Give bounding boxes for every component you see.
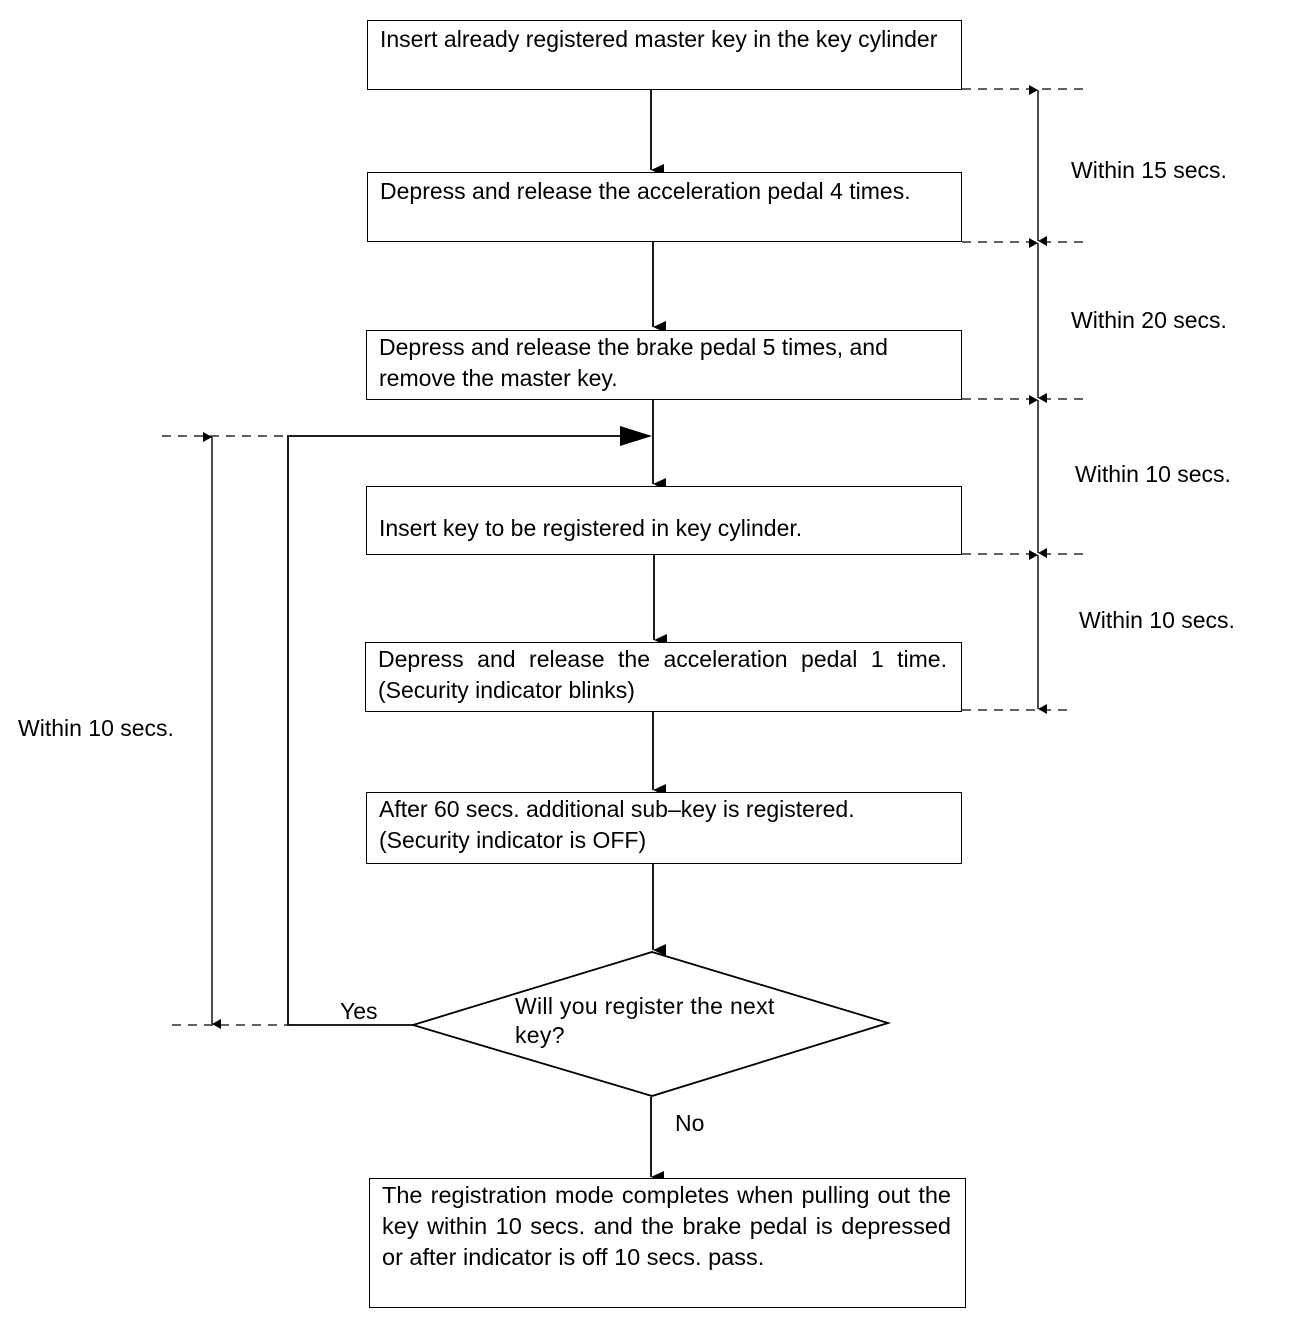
step-2-text: Depress and release the acceleration ped… <box>380 178 911 204</box>
step-3-text: Depress and release the brake pedal 5 ti… <box>379 334 888 391</box>
final-step-text: The registration mode completes when pul… <box>382 1182 951 1270</box>
decision-text: Will you register the next key? <box>515 992 795 1050</box>
step-4-box: Insert key to be registered in key cylin… <box>366 486 962 555</box>
step-2-box: Depress and release the acceleration ped… <box>367 172 962 242</box>
step-6-box: After 60 secs. additional sub–key is reg… <box>366 792 962 864</box>
yes-loop-line <box>287 435 650 1026</box>
step-5-box: Depress and release the acceleration ped… <box>365 642 962 712</box>
yes-label: Yes <box>340 998 378 1024</box>
decision-diamond <box>409 951 892 1097</box>
step-6-text: After 60 secs. additional sub–key is reg… <box>379 796 855 853</box>
decision-question: Will you register the next key? <box>515 993 775 1048</box>
step-3-box: Depress and release the brake pedal 5 ti… <box>366 330 962 400</box>
timing-label-4: Within 10 secs. <box>1079 607 1235 633</box>
final-step-box: The registration mode completes when pul… <box>369 1178 966 1308</box>
yes-loop-arrowhead <box>620 426 652 446</box>
step-1-box: Insert already registered master key in … <box>367 20 962 90</box>
timing-label-2: Within 20 secs. <box>1071 307 1227 333</box>
timing-label-left: Within 10 secs. <box>18 715 174 741</box>
timing-label-1: Within 15 secs. <box>1071 157 1227 183</box>
step-4-text: Insert key to be registered in key cylin… <box>379 515 803 541</box>
timing-label-3: Within 10 secs. <box>1075 461 1231 487</box>
step-5-text: Depress and release the acceleration ped… <box>378 646 947 703</box>
no-label: No <box>675 1110 705 1136</box>
step-1-text: Insert already registered master key in … <box>380 26 938 52</box>
